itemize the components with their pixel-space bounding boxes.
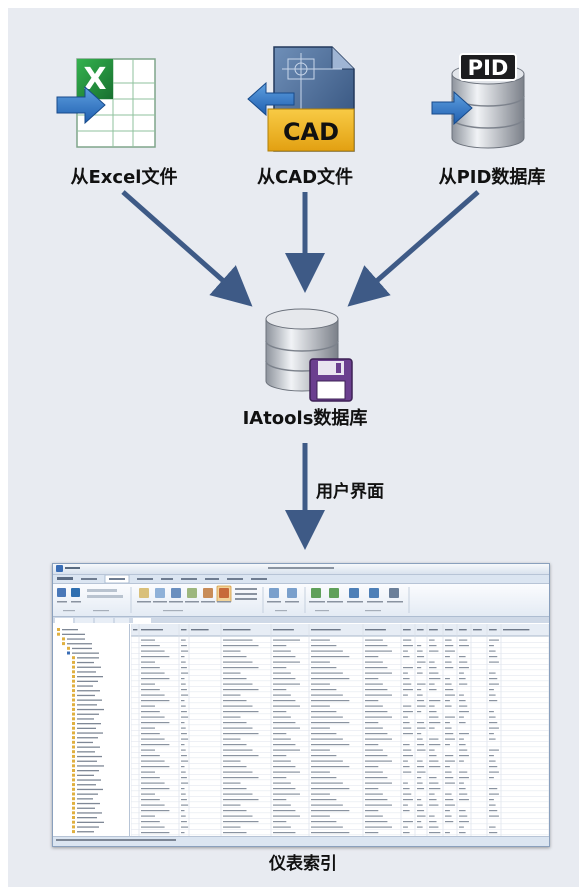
svg-text:X: X bbox=[83, 62, 106, 97]
floppy-disk-icon bbox=[309, 358, 353, 402]
pid-database-icon: PID bbox=[431, 53, 525, 149]
document-tab-strip bbox=[53, 617, 549, 623]
svg-text:PID: PID bbox=[468, 56, 509, 80]
database-label: IAtools数据库 bbox=[242, 408, 368, 429]
plant-hierarchy-tree[interactable] bbox=[53, 624, 130, 836]
cad-file-icon: CAD bbox=[247, 46, 355, 152]
app-logo bbox=[56, 565, 82, 572]
ribbon-toolbar bbox=[53, 584, 549, 617]
window-controls[interactable] bbox=[522, 566, 546, 582]
arrow-excel-to-db bbox=[121, 190, 253, 307]
instrument-index-screenshot bbox=[52, 563, 550, 847]
window-titlebar bbox=[53, 564, 549, 582]
svg-text:CAD: CAD bbox=[283, 118, 339, 146]
ribbon-tab-bar bbox=[53, 575, 549, 584]
cad-source-label: 从CAD文件 bbox=[256, 167, 354, 188]
arrow-pid-to-db bbox=[347, 190, 480, 307]
excel-file-icon: X bbox=[56, 58, 156, 148]
status-bar bbox=[53, 836, 549, 846]
excel-source-label: 从Excel文件 bbox=[70, 167, 178, 188]
iatools-database-icon bbox=[265, 308, 353, 402]
pid-source-label: 从PID数据库 bbox=[438, 167, 546, 188]
result-caption: 仪表索引 bbox=[269, 854, 337, 874]
instrument-index-grid[interactable] bbox=[131, 624, 549, 836]
user-interface-label: 用户界面 bbox=[316, 482, 384, 502]
